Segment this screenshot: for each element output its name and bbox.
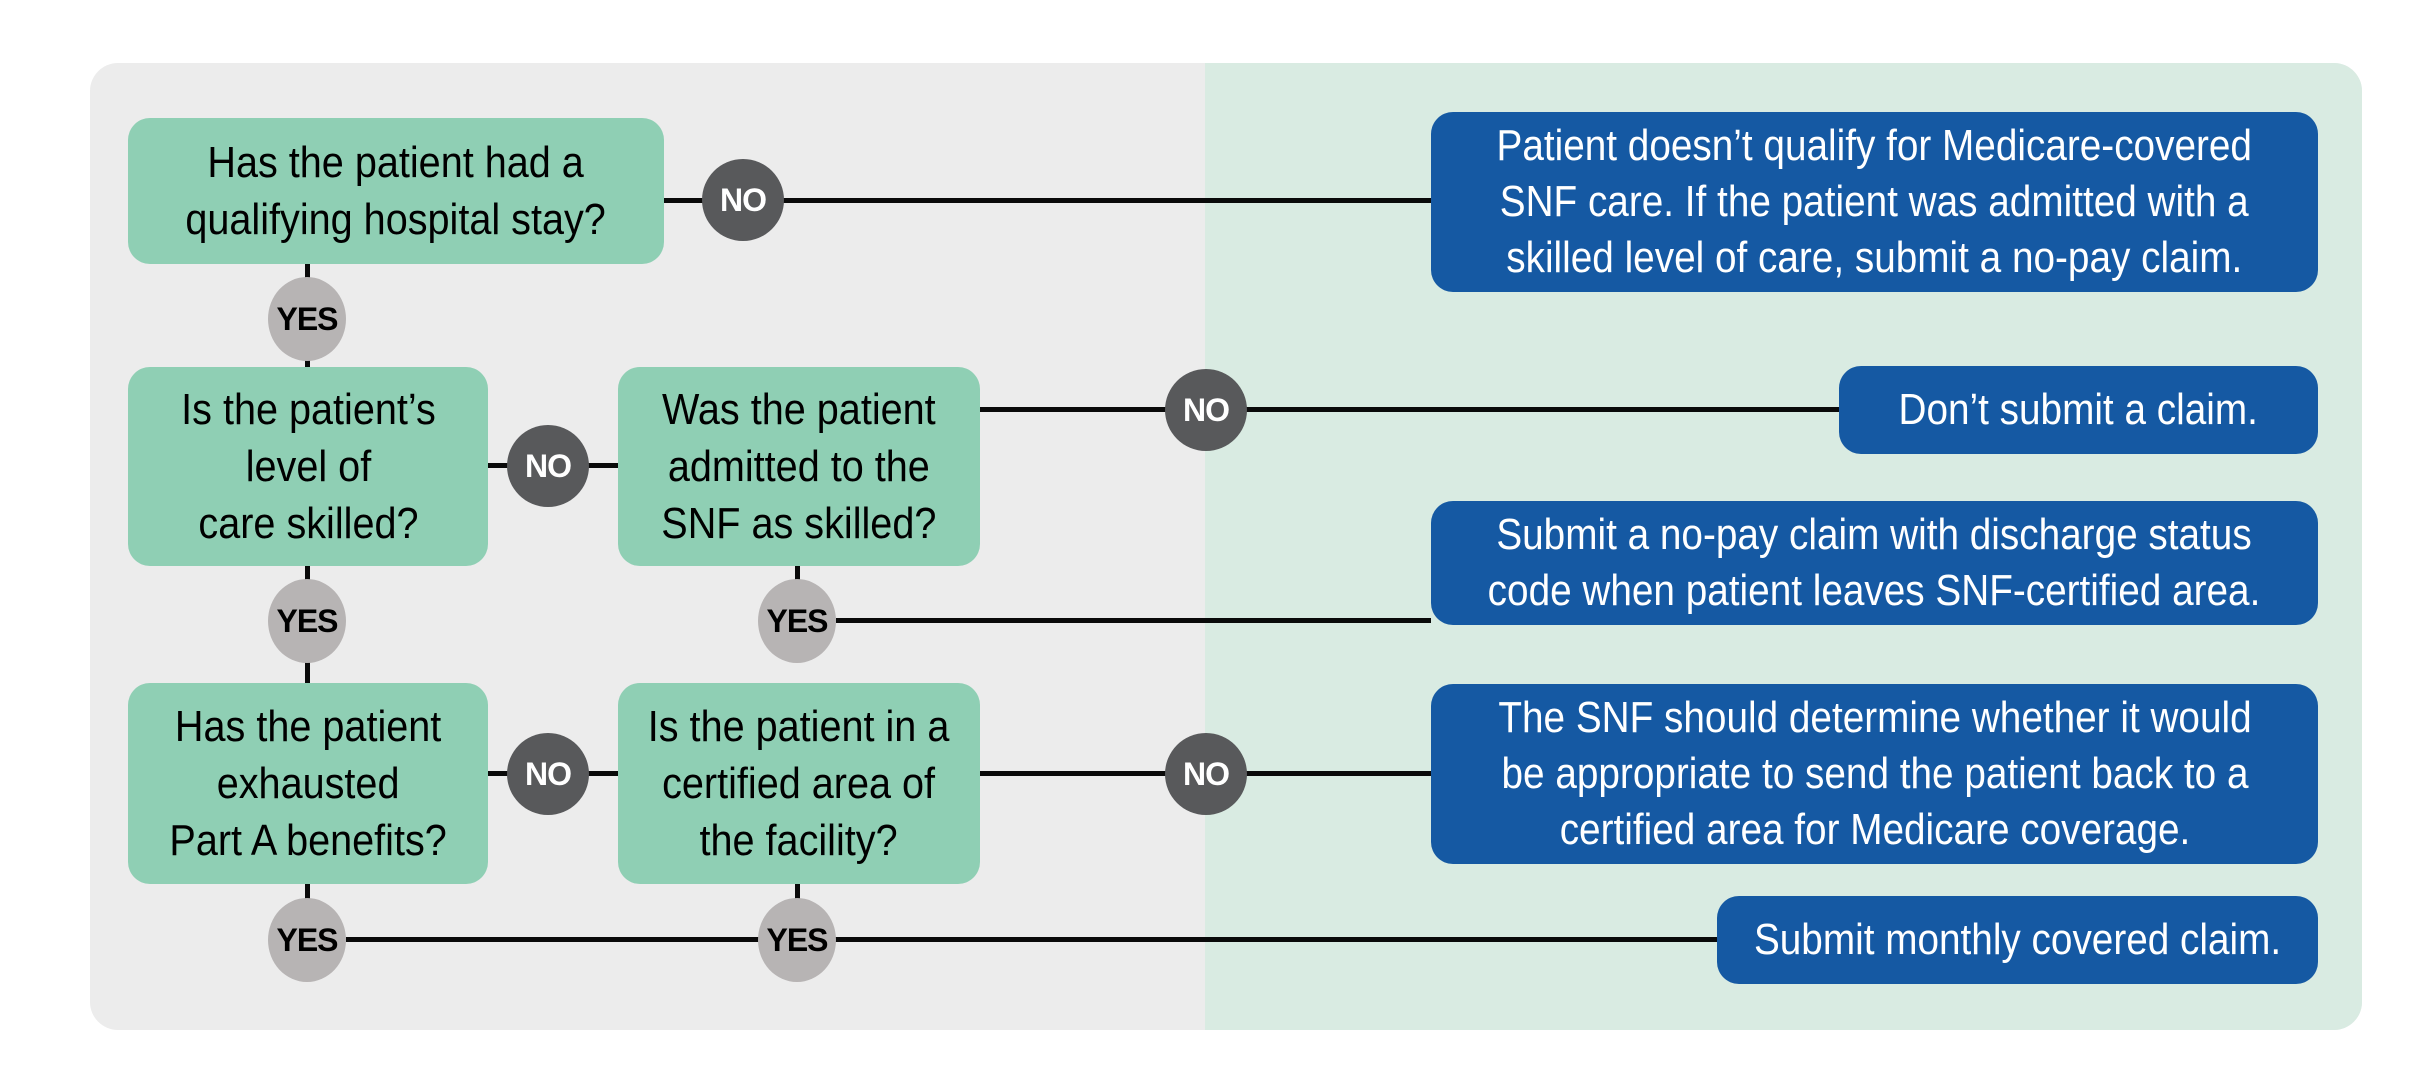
no-label: NO	[720, 181, 767, 218]
yes-label: YES	[766, 602, 828, 639]
yes-badge-q2: YES	[268, 579, 346, 663]
yes-badge-q4: YES	[268, 898, 346, 982]
no-label: NO	[525, 447, 572, 484]
outcome-box-no-pay-claim-discharge: Submit a no-pay claim with discharge sta…	[1431, 501, 2318, 625]
yes-label: YES	[276, 300, 338, 337]
yes-badge-q3: YES	[758, 579, 836, 663]
question-box-certified-area: Is the patient in a certified area of th…	[618, 683, 980, 884]
yes-label: YES	[276, 921, 338, 958]
no-label: NO	[525, 755, 572, 792]
connector-q1-no-to-outcome1	[664, 198, 1431, 203]
no-badge-q5: NO	[1165, 733, 1247, 815]
outcome-box-no-qualifying-stay: Patient doesn’t qualify for Medicare-cov…	[1431, 112, 2318, 292]
connector-q4-to-yes	[305, 884, 310, 904]
outcome-text: Submit a no-pay claim with discharge sta…	[1488, 510, 2261, 615]
outcome-text: Submit monthly covered claim.	[1753, 915, 2282, 965]
outcome-box-snf-determine-certified-area: The SNF should determine whether it woul…	[1431, 684, 2318, 864]
no-badge-q1: NO	[702, 159, 784, 241]
no-label: NO	[1183, 755, 1230, 792]
question-box-admitted-as-skilled: Was the patient admitted to the SNF as s…	[618, 367, 980, 566]
outcome-text: The SNF should determine whether it woul…	[1497, 693, 2252, 854]
question-text: Was the patient admitted to the SNF as s…	[661, 384, 937, 549]
connector-q5-to-yes	[795, 884, 800, 904]
question-text: Is the patient in a certified area of th…	[648, 701, 950, 866]
outcome-text: Don’t submit a claim.	[1898, 385, 2259, 435]
question-text: Has the patient exhausted Part A benefit…	[169, 701, 447, 866]
no-badge-q2: NO	[507, 425, 589, 507]
yes-label: YES	[276, 602, 338, 639]
question-box-level-of-care-skilled: Is the patient’s level of care skilled?	[128, 367, 488, 566]
no-badge-q3: NO	[1165, 369, 1247, 451]
question-text: Has the patient had a qualifying hospita…	[185, 137, 607, 244]
yes-badge-q1: YES	[268, 277, 346, 361]
no-badge-q4: NO	[507, 733, 589, 815]
connector-q3-no-to-outcome2	[980, 407, 1839, 412]
yes-label: YES	[766, 921, 828, 958]
connector-q3-yes-to-outcome3	[836, 618, 1431, 623]
outcome-box-submit-monthly-claim: Submit monthly covered claim.	[1717, 896, 2318, 984]
outcome-text: Patient doesn’t qualify for Medicare-cov…	[1496, 121, 2253, 282]
outcome-box-dont-submit-claim: Don’t submit a claim.	[1839, 366, 2318, 454]
question-box-exhausted-part-a: Has the patient exhausted Part A benefit…	[128, 683, 488, 884]
no-label: NO	[1183, 391, 1230, 428]
question-box-qualifying-hospital-stay: Has the patient had a qualifying hospita…	[128, 118, 664, 264]
yes-badge-q5: YES	[758, 898, 836, 982]
connector-yes-to-outcome5	[346, 937, 1717, 942]
question-text: Is the patient’s level of care skilled?	[180, 384, 436, 549]
